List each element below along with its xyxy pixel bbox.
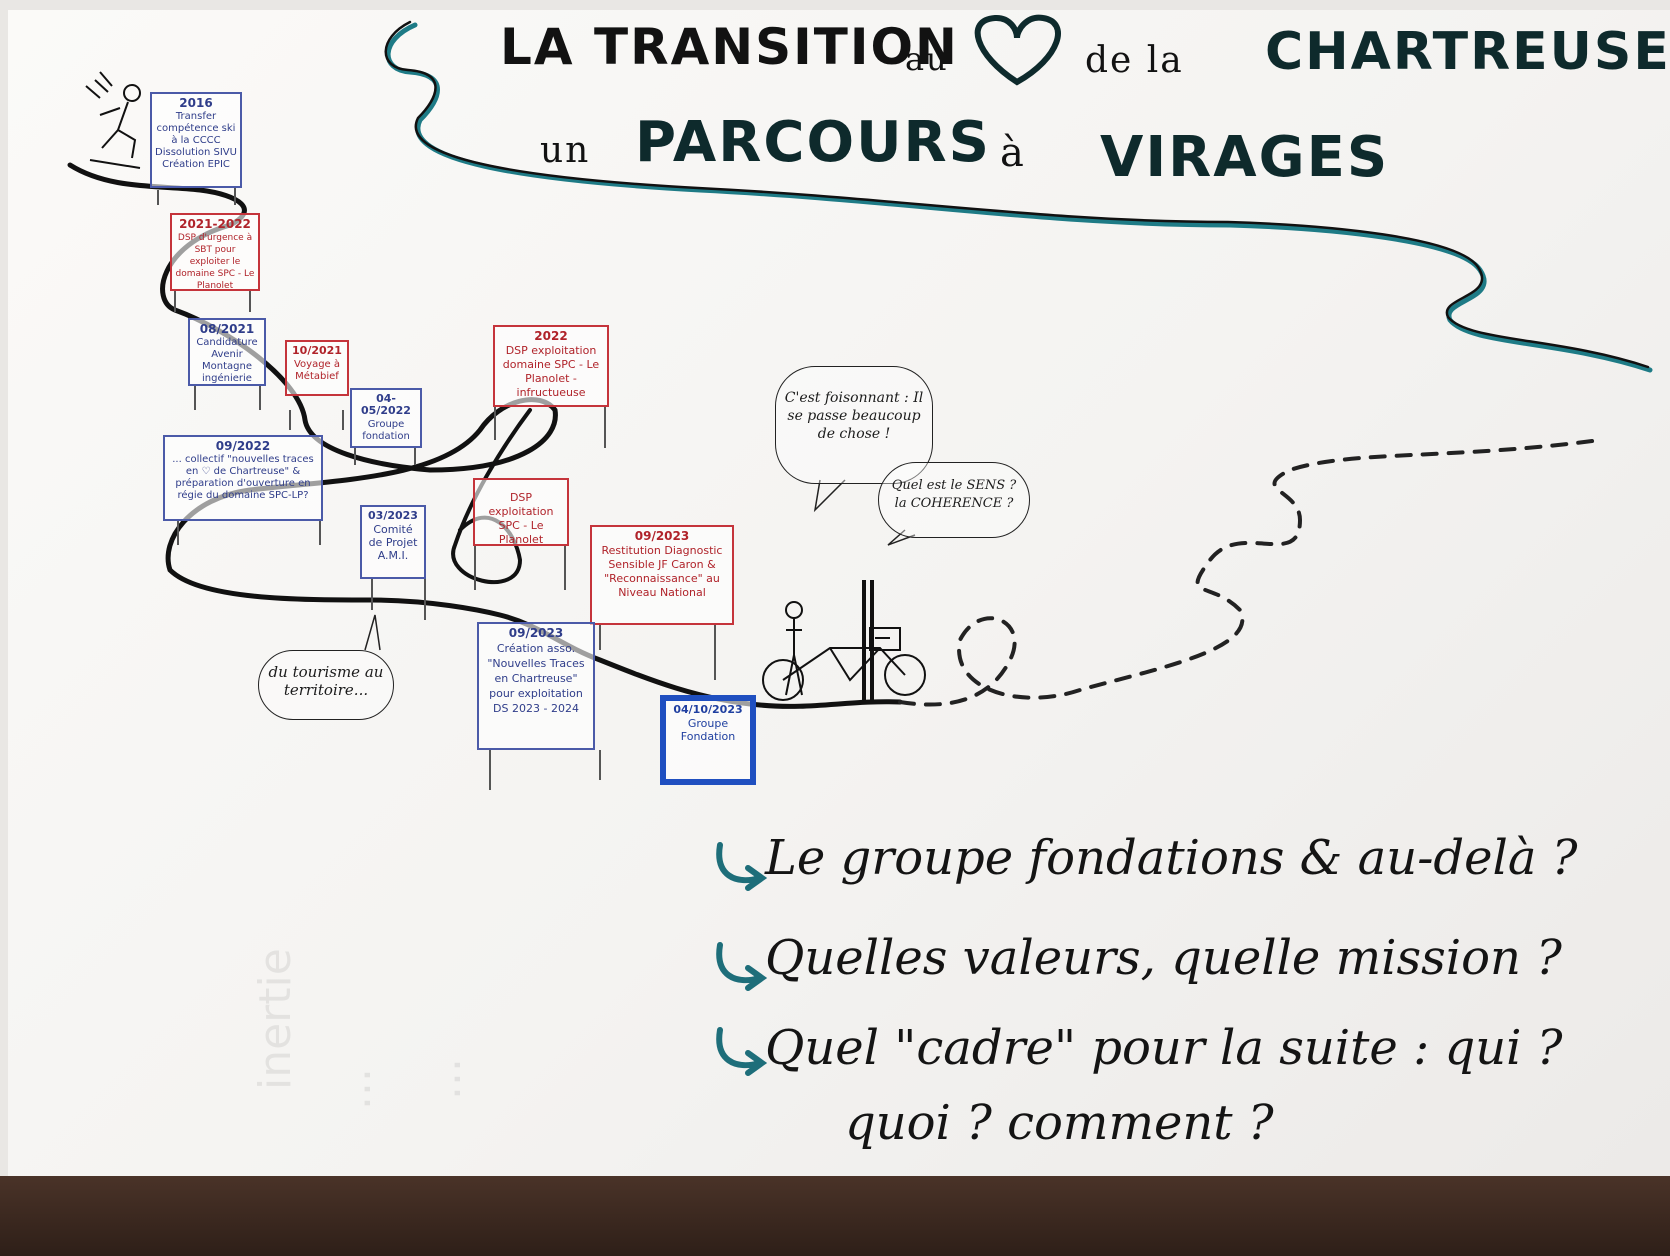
question-3-continued: quoi ? comment ? bbox=[845, 1095, 1274, 1151]
title-swirl-black bbox=[384, 20, 1650, 369]
bubble-tail bbox=[813, 479, 846, 513]
wooden-floor bbox=[0, 1176, 1670, 1256]
timeline-sign: 10/2021 Voyage à Métabief bbox=[285, 340, 349, 396]
title-line1-a: LA TRANSITION bbox=[500, 18, 959, 76]
timeline-sign: 2016 Transfer compétence ski à la CCCC D… bbox=[150, 92, 242, 188]
person-with-bike-icon bbox=[762, 580, 926, 701]
question-3: Quel "cadre" pour la suite : qui ? bbox=[765, 1020, 1563, 1076]
title-line1-b: au bbox=[905, 40, 949, 78]
speech-bubble-sens: Quel est le SENS ? la COHERENCE ? bbox=[878, 462, 1030, 538]
timeline-sign: 09/2023 Création asso. "Nouvelles Traces… bbox=[477, 622, 595, 750]
title-line1-d: CHARTREUSE = bbox=[1265, 22, 1670, 82]
skier-icon bbox=[85, 71, 141, 169]
bubble-tail bbox=[364, 614, 381, 651]
sign-posts bbox=[157, 188, 716, 790]
timeline-sign-current: 04/10/2023 Groupe Fondation bbox=[660, 695, 756, 785]
question-2: Quelles valeurs, quelle mission ? bbox=[765, 930, 1562, 986]
bubble-tail bbox=[887, 529, 916, 546]
timeline-sign: 09/2022 ... collectif "nouvelles traces … bbox=[163, 435, 323, 521]
timeline-sign: 08/2021 Candidature Avenir Montagne ingé… bbox=[188, 318, 266, 386]
title-line2-a: un bbox=[540, 130, 591, 171]
timeline-sign: 2022 DSP exploitation domaine SPC - Le P… bbox=[493, 325, 609, 407]
title-line1-c: de la bbox=[1085, 40, 1184, 81]
timeline-sign: DSP exploitation SPC - Le Planolet bbox=[473, 478, 569, 546]
heart-icon bbox=[974, 14, 1061, 86]
question-1: Le groupe fondations & au-delà ? bbox=[765, 830, 1578, 886]
title-swirl-teal bbox=[385, 22, 1653, 373]
speech-bubble-tourisme: du tourisme au territoire... bbox=[258, 650, 394, 720]
timeline-sign: 03/2023 Comité de Projet A.M.I. bbox=[360, 505, 426, 579]
title-line2-b: PARCOURS bbox=[635, 110, 991, 175]
title-line2-c: à bbox=[1000, 130, 1026, 176]
timeline-sign: 09/2023 Restitution Diagnostic Sensible … bbox=[590, 525, 734, 625]
poster-paper bbox=[8, 10, 1670, 1178]
timeline-sign: 2021-2022 DSP d'urgence à SBT pour explo… bbox=[170, 213, 260, 291]
curved-arrow-icon bbox=[716, 842, 768, 1076]
timeline-sign: 04-05/2022 Groupe fondation bbox=[350, 388, 422, 448]
title-line2-d: VIRAGES bbox=[1100, 125, 1390, 190]
future-dashed-path bbox=[898, 438, 1602, 707]
